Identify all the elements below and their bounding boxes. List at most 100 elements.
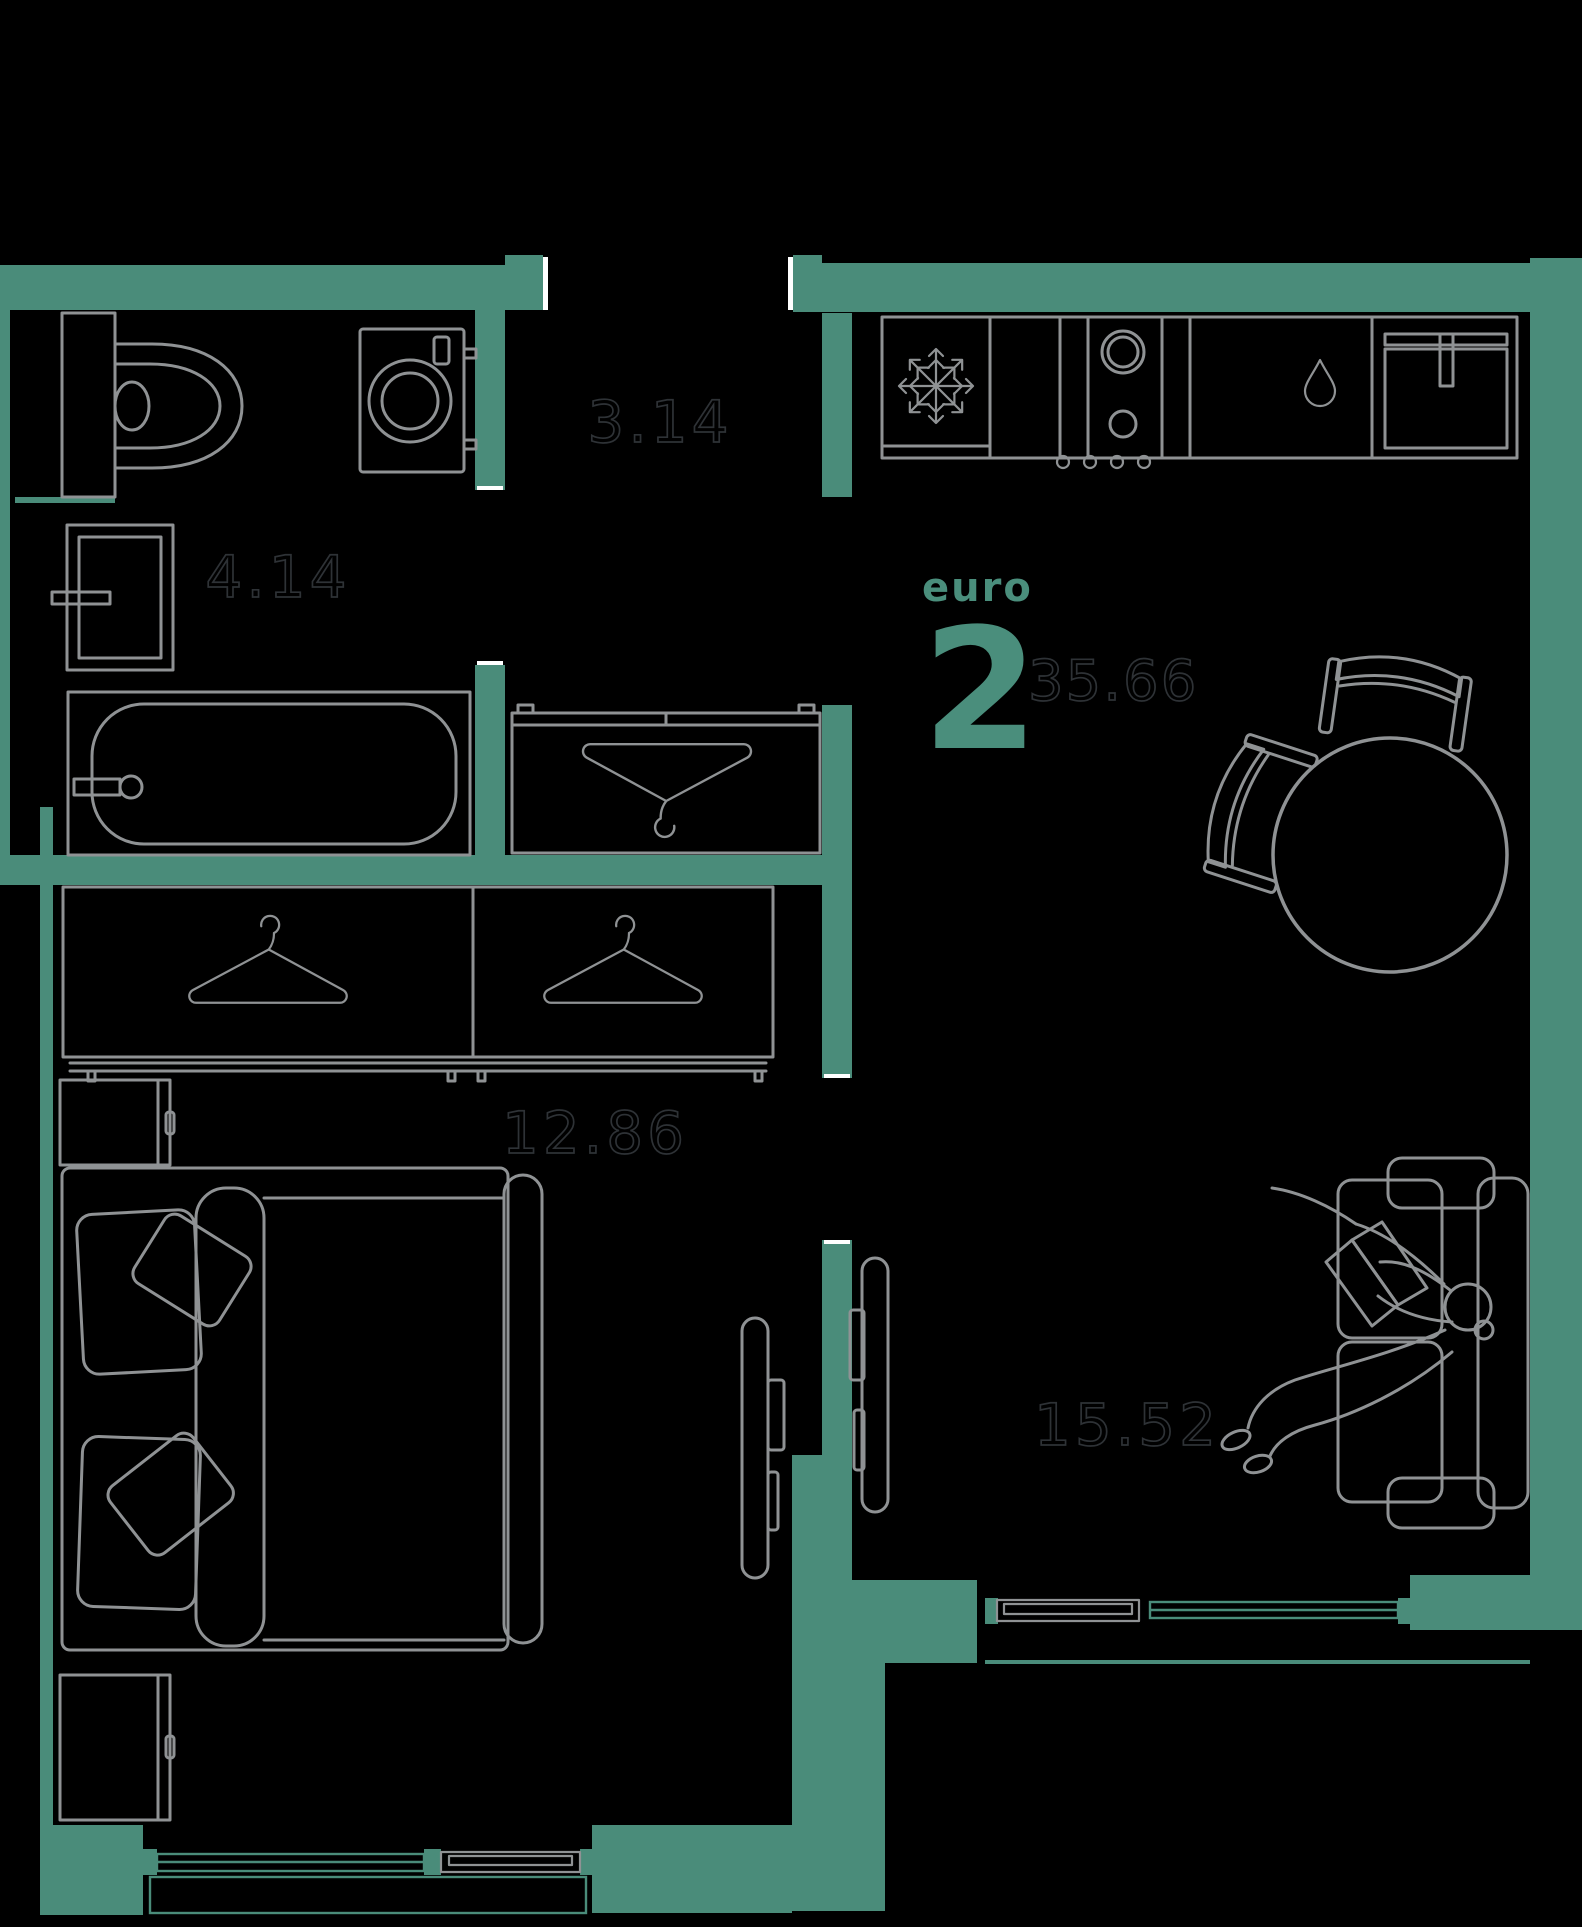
tub-inner: [90, 702, 458, 846]
bed-footboard: [502, 1173, 544, 1645]
washer-hinge: [462, 347, 478, 360]
entrance-jamb-white-right: [788, 257, 793, 310]
kitchen-sink-basin: [1383, 347, 1509, 450]
nightstand-body: [58, 1673, 172, 1822]
console-foot: [516, 703, 535, 715]
tv-mount: [852, 1408, 866, 1472]
hanger-icon: [543, 914, 703, 1004]
window-sash: [995, 1598, 1141, 1623]
chair-back-inner: [1337, 681, 1456, 704]
hall-console: [510, 703, 822, 855]
hanger-icon: [188, 914, 348, 1004]
bathroom-sink: [50, 523, 175, 672]
water-drop-icon: [1303, 358, 1337, 408]
tv-screen: [860, 1256, 890, 1514]
nightstand-bottom: [58, 1673, 176, 1822]
person-torso: [1378, 1260, 1452, 1292]
bedroom-window: [143, 1849, 592, 1915]
window-sash: [439, 1850, 582, 1874]
chair-back-outer: [1334, 655, 1464, 699]
tub-outer: [66, 690, 472, 857]
tub-drain: [118, 774, 144, 800]
toilet-seat: [113, 380, 151, 432]
window-sash-inner: [1002, 1602, 1134, 1616]
bedroom-tv: [740, 1316, 786, 1580]
tub-faucet: [72, 777, 122, 797]
wall-bottom-left-block: [40, 1825, 143, 1915]
toilet-bowl-inner: [113, 362, 222, 450]
apartment-total-area: 35.66: [1028, 649, 1198, 714]
wall-mid-upper: [822, 313, 852, 497]
wardrobe-foot: [446, 1069, 457, 1083]
washer-drum-outer: [367, 358, 453, 444]
wall-entrance-jamb-left: [505, 255, 543, 310]
living-room-window: [985, 1598, 1530, 1664]
sofa-cushion: [1336, 1340, 1444, 1504]
wall-bedroom-left: [40, 807, 53, 1827]
area-label-bedroom: 12.86: [502, 1099, 688, 1167]
washer-detergent: [432, 335, 451, 366]
sink-cabinet: [65, 523, 175, 672]
washer-hinge: [462, 438, 478, 451]
pillow-small: [131, 1212, 253, 1328]
person-hair-bun: [1473, 1319, 1495, 1341]
living-tv: [848, 1256, 890, 1514]
stove-burner-small: [1108, 409, 1138, 439]
chair-arm: [1448, 675, 1473, 753]
chair-back-outer: [1206, 742, 1266, 869]
sofa: [1336, 1156, 1530, 1530]
window-sash-inner: [447, 1854, 574, 1867]
stove-knob: [1136, 454, 1152, 470]
entrance-jamb-white-left: [543, 257, 548, 310]
area-label-bathroom: 4.14: [205, 543, 350, 611]
chair-arm: [1202, 858, 1278, 894]
wall-mid-foot-b: [792, 1625, 885, 1911]
pillow: [76, 1435, 202, 1611]
bed-frame: [60, 1166, 510, 1652]
tv-screen: [740, 1316, 770, 1580]
nightstand-body: [58, 1078, 172, 1167]
sink-basin: [77, 535, 163, 660]
wall-bottom-right-block: [592, 1825, 792, 1913]
washer-body: [358, 327, 466, 474]
person-arm: [1376, 1294, 1454, 1324]
toilet-ledge: [15, 497, 115, 503]
book: [1350, 1220, 1429, 1307]
walls: [0, 255, 1582, 1915]
nightstand-top: [58, 1078, 176, 1167]
person-leg: [1268, 1350, 1454, 1458]
hanger-icon: [581, 742, 753, 839]
snowflake-icon: [897, 347, 975, 425]
stove-knob: [1082, 454, 1098, 470]
wall-living-window-jut: [852, 1580, 977, 1663]
window-cap: [424, 1849, 441, 1875]
bathtub: [66, 690, 472, 857]
wall-living-bottom: [1410, 1575, 1582, 1630]
sofa-cushion: [1336, 1178, 1444, 1340]
bed-blanket-fold: [194, 1186, 266, 1648]
kitchen-sink-faucet: [1438, 332, 1455, 388]
stove-knob: [1109, 454, 1125, 470]
washing-machine: [358, 327, 478, 474]
wardrobe: [61, 885, 775, 1083]
console-foot: [797, 703, 816, 715]
nightstand-handle: [164, 1110, 176, 1136]
apartment-type-label: euro: [922, 565, 1033, 611]
nightstand-handle: [164, 1734, 176, 1760]
window-cap: [1398, 1598, 1410, 1624]
person-head: [1443, 1282, 1493, 1332]
person-foot: [1220, 1428, 1252, 1452]
wall-wc-right-lower: [475, 665, 505, 885]
pillow: [75, 1208, 203, 1376]
wall-top-left: [0, 265, 543, 310]
apartment-rooms-count: 2: [922, 592, 1039, 788]
wardrobe-foot: [476, 1069, 487, 1083]
chair: [1317, 655, 1473, 753]
person-leg: [1246, 1328, 1447, 1430]
person-reading: [1220, 1186, 1495, 1475]
chair-arm: [1317, 657, 1343, 735]
window-cap: [143, 1849, 157, 1875]
kitchen-counter: [880, 315, 1519, 470]
